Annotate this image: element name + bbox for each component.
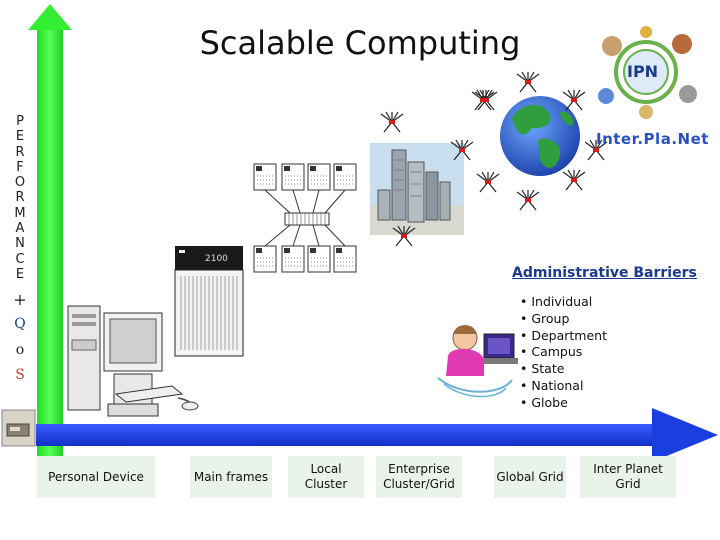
enterprise-grid-image	[370, 89, 495, 247]
category-label-global-grid: Global Grid	[494, 456, 566, 498]
performance-axis-arrow	[28, 4, 72, 456]
qos-s: S	[15, 367, 25, 383]
barrier-item: • Department	[520, 327, 607, 343]
category-label-inter-planet-grid: Inter Planet Grid	[580, 456, 676, 498]
axis-letter: E	[15, 129, 25, 145]
axis-letter: C	[15, 251, 25, 267]
qos-o: o	[15, 342, 25, 358]
person-at-computer-image	[437, 325, 518, 398]
ipn-logo-image	[598, 26, 697, 119]
axis-letter: N	[15, 236, 25, 252]
axis-letter: A	[15, 221, 25, 237]
barrier-item: • State	[520, 361, 565, 377]
qos-plus: +	[13, 290, 27, 309]
administrative-barriers-title: Administrative Barriers	[512, 265, 697, 281]
axis-letter: R	[15, 190, 25, 206]
axis-letter: F	[16, 159, 24, 175]
mainframe-model-label: 2100	[205, 254, 228, 264]
axis-letter: R	[15, 144, 25, 160]
axis-letter: E	[15, 266, 25, 282]
category-label-main-frames: Main frames	[190, 456, 272, 498]
axis-letter: P	[16, 114, 24, 129]
ipn-name: Inter.Pla.Net	[596, 130, 709, 148]
category-label-enterprise-cluster-grid: Enterprise Cluster/Grid	[376, 456, 462, 498]
ipn-badge: IPN	[627, 62, 659, 81]
barrier-item: • Individual	[520, 294, 593, 309]
scale-axis-arrow	[36, 408, 718, 462]
barrier-item: • Globe	[520, 394, 568, 410]
barrier-item: • Group	[520, 310, 570, 326]
axis-letter: M	[14, 205, 26, 221]
page-title: Scalable Computing	[199, 24, 521, 62]
desktop-computer-image	[67, 305, 199, 417]
global-grid-image	[450, 71, 608, 211]
barrier-item: • National	[520, 377, 584, 393]
local-cluster-image	[253, 163, 357, 273]
administrative-barriers-list: • Individual • Group • Department • Camp…	[520, 294, 607, 412]
performance-axis-label: P E R F O R M A N C E	[10, 114, 30, 282]
axis-letter: O	[14, 175, 26, 191]
category-label-personal-device: Personal Device	[37, 456, 155, 498]
personal-device-image	[1, 409, 36, 447]
qos-q: Q	[14, 316, 26, 332]
category-label-local-cluster: Local Cluster	[288, 456, 364, 498]
mainframe-image	[174, 246, 244, 357]
barrier-item: • Campus	[520, 344, 583, 360]
